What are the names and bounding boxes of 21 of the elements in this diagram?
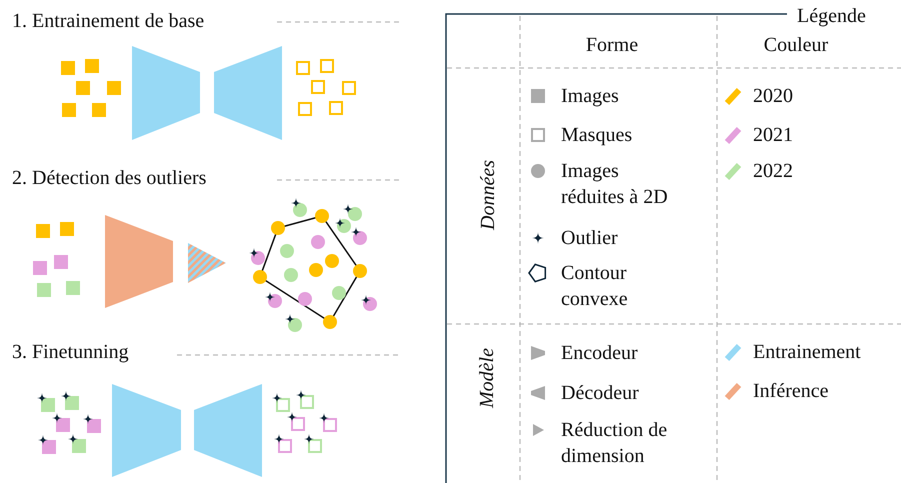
legend-label: Masques (561, 123, 634, 148)
legend-label: Contour convexe (561, 261, 629, 312)
legend-label: Images (561, 84, 620, 109)
legend-label: Outlier (561, 226, 619, 251)
legend-label: 2021 (753, 123, 793, 148)
row-heading: Données (476, 160, 500, 230)
row-heading: Modèle (475, 348, 500, 408)
legend-label: Décodeur (561, 381, 640, 406)
legend-label: Inférence (753, 379, 828, 404)
legend-title: Légende (797, 4, 866, 29)
step-heading: 1. Entrainement de base (12, 9, 204, 34)
legend-label: Réduction de dimension (561, 418, 668, 469)
legend-label: Entrainement (753, 340, 861, 365)
column-heading: Forme (586, 33, 638, 58)
legend-label: Images réduites à 2D (561, 159, 669, 210)
legend-label: 2020 (753, 84, 793, 109)
step-heading: 2. Détection des outliers (12, 166, 206, 191)
column-heading: Couleur (764, 33, 828, 58)
step-heading: 3. Finetunning (12, 340, 129, 365)
legend-label: 2022 (753, 159, 793, 184)
legend-label: Encodeur (561, 341, 639, 366)
